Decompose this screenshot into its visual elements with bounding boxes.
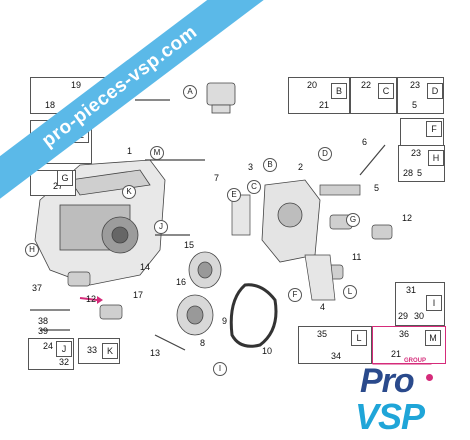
callout-letter: H [25,243,39,257]
inset-box-C: 22 C [350,77,397,114]
highlight-arrow [79,297,98,301]
inset-letter: H [428,150,444,166]
part-number: 14 [140,262,151,272]
part-number: 23 [410,80,421,90]
gearbox [261,179,321,263]
inset-letter: L [351,330,367,346]
highlight-arrow-head [97,296,103,304]
callout-letter: B [263,158,277,172]
inset-letter: C [378,83,394,99]
callout-letter: K [122,185,136,199]
callout-letter: C [247,180,261,194]
inset-box-D: 23 5 D [397,77,444,114]
part-number: 7 [214,173,220,183]
starter-motor [206,82,236,114]
part-number: 21 [391,349,402,359]
inset-letter: I [426,295,442,311]
part-number: 21 [319,100,330,110]
part-number: 24 [43,341,54,351]
inset-letter: G [57,170,73,186]
inset-box-I: 31 29 30 I [395,282,445,326]
callout-letter: A [183,85,197,99]
part-number: 28 [403,168,414,178]
inset-box-H: 23 28 5 H [398,145,445,182]
logo-vsp: VSP [355,396,425,437]
inset-box-J: 24 32 J [28,338,74,370]
inset-box-B: 20 21 B [288,77,350,114]
callout-letter: I [213,362,227,376]
part-number: 16 [176,277,187,287]
logo-pro: Pro [360,362,415,400]
logo-group-text: GROUP [404,358,427,364]
inset-box-M: 36 21 M [372,326,446,364]
inset-letter: M [425,330,441,346]
part-number: 23 [411,148,422,158]
bracket [231,194,336,301]
part-number: 33 [87,345,98,355]
logo-dot [426,374,433,381]
part-number: 13 [150,348,161,358]
callout-letter: L [343,285,357,299]
part-number: 35 [317,329,328,339]
inset-box-G: 27 G [30,170,76,196]
part-number: 30 [414,311,425,321]
part-number: 19 [71,80,82,90]
inset-letter: K [102,343,118,359]
part-number: 36 [399,329,410,339]
part-number: 5 [374,183,380,193]
inset-letter: J [56,341,72,357]
part-number: 3 [248,162,254,172]
pulley-assembly [176,251,222,336]
part-number: 6 [362,137,368,147]
part-number: 11 [352,252,362,262]
inset-letter: F [426,121,442,137]
part-number: 29 [398,311,409,321]
callout-letter: G [346,213,360,227]
inset-letter: D [427,83,443,99]
callout-letter: E [227,188,241,202]
inset-box-K: 33 K [78,338,120,364]
part-number: 2 [298,162,304,172]
part-number: 8 [200,338,206,348]
part-number: 20 [307,80,318,90]
part-number: 4 [320,302,326,312]
callout-letter: F [288,288,302,302]
part-number: 9 [222,316,228,326]
inset-letter: B [331,83,347,99]
part-number: 34 [331,351,342,361]
part-number: 5 [417,168,423,178]
drive-belt [229,283,278,348]
part-number: 12 [86,294,97,304]
part-number: 38 [38,316,49,326]
inset-box-L: 35 34 L [298,326,372,364]
part-number: 27 [53,181,64,191]
part-number: 39 [38,326,49,336]
callout-letter: D [318,147,332,161]
callout-letter: M [150,146,164,160]
part-number: 32 [59,357,70,367]
callout-letter: J [154,220,168,234]
part-number: 10 [262,346,273,356]
part-number: 18 [45,100,56,110]
part-number: 5 [412,100,418,110]
part-number: 15 [184,240,195,250]
part-number: 1 [127,146,133,156]
part-number: 12 [402,213,413,223]
part-number: 31 [406,285,417,295]
part-number: 17 [133,290,144,300]
part-number: 37 [32,283,43,293]
part-number: 22 [361,80,372,90]
